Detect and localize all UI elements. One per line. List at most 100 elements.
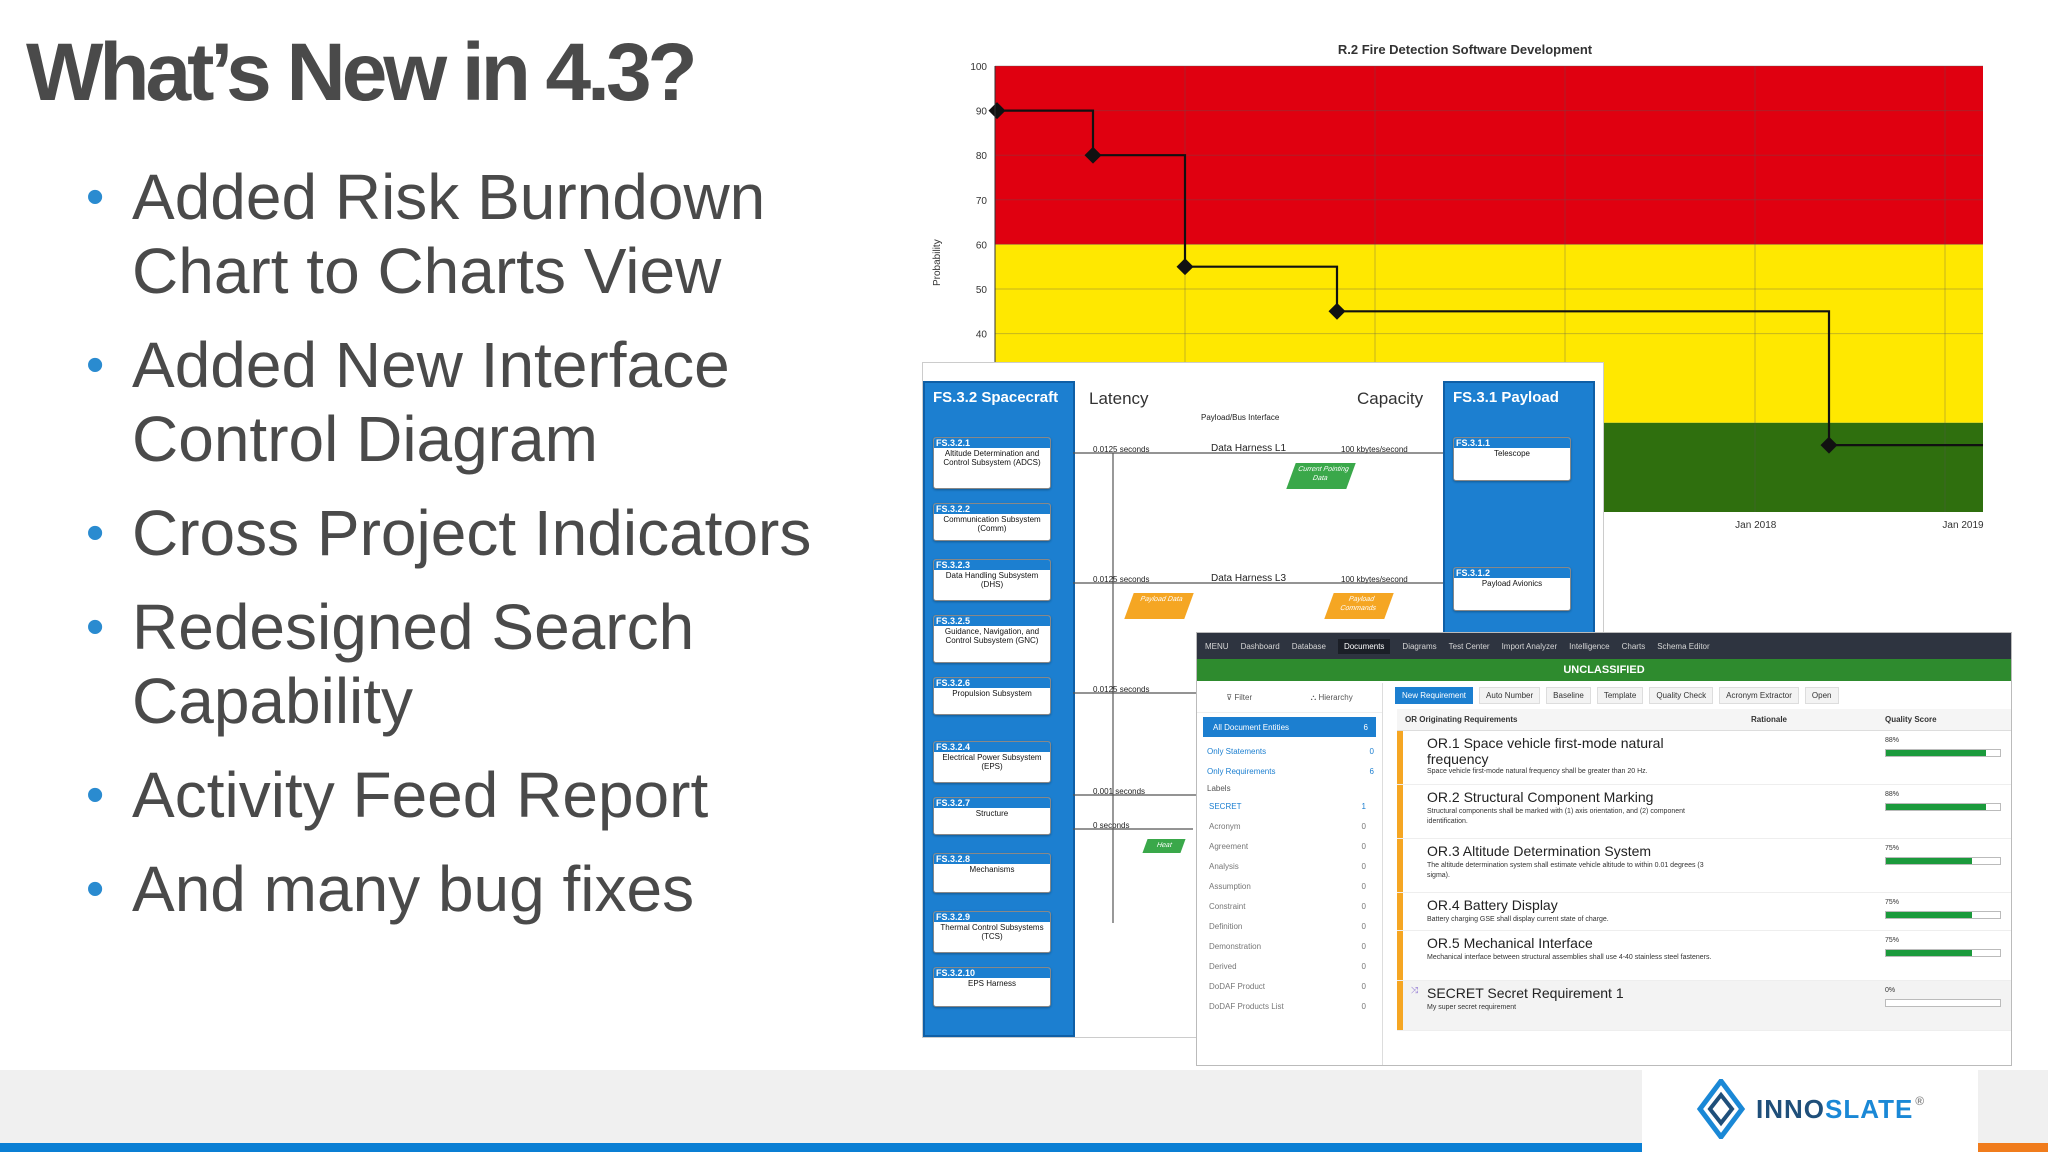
link-3-latency: 0.0125 seconds — [1093, 685, 1150, 694]
requirement-text: Space vehicle first-mode natural frequen… — [1427, 768, 1648, 775]
nav-item-diagrams[interactable]: Diagrams — [1402, 641, 1437, 651]
bullet-item: •Activity Feed Report — [86, 759, 709, 831]
requirement-text: Mechanical interface between structural … — [1427, 954, 1712, 961]
y-tick-label: 40 — [976, 330, 988, 341]
quality-score-bar — [1885, 749, 2001, 757]
requirement-row[interactable]: OR.1 Space vehicle first-mode natural fr… — [1397, 731, 2011, 785]
toolbar-new-requirement-button[interactable]: New Requirement — [1395, 686, 1474, 704]
link-1-capacity: 100 kbytes/second — [1341, 445, 1408, 454]
row-accent — [1397, 931, 1403, 980]
toolbar-auto-number-button[interactable]: Auto Number — [1479, 686, 1541, 704]
toolbar-quality-check-button[interactable]: Quality Check — [1649, 686, 1714, 704]
y-tick-label: 90 — [976, 107, 988, 118]
bullet-icon: • — [86, 168, 105, 226]
quality-score-label: 75% — [1885, 937, 1900, 944]
slide-title: What’s New in 4.3? — [26, 27, 698, 118]
nav-item-dashboard[interactable]: Dashboard — [1240, 641, 1280, 651]
column-rationale[interactable]: Rationale — [1751, 715, 1788, 724]
toolbar-acronym-extractor-button[interactable]: Acronym Extractor — [1719, 686, 1799, 704]
link-2-latency: 0.0125 seconds — [1093, 575, 1150, 584]
quality-score-label: 88% — [1885, 737, 1900, 744]
connector-lines — [1073, 452, 1443, 923]
x-tick-label: Jan 2018 — [1735, 520, 1777, 531]
row-accent — [1397, 981, 1403, 1030]
flow-payload-data[interactable]: Payload Data — [1124, 593, 1194, 619]
column-document[interactable]: OR Originating Requirements — [1405, 715, 1518, 724]
classification-banner: UNCLASSIFIED — [1197, 659, 2011, 681]
nav-item-documents[interactable]: Documents — [1337, 638, 1391, 654]
bullet-item: •Cross Project Indicators — [86, 497, 812, 569]
nav-item-import-analyzer[interactable]: Import Analyzer — [1501, 641, 1558, 651]
bullet-icon: • — [86, 336, 105, 394]
flow-heat[interactable]: Heat — [1142, 839, 1186, 853]
innoslate-logo: INNOSLATE® — [1642, 1066, 1978, 1152]
bullet-icon: • — [86, 766, 105, 824]
bullet-list: •Added Risk Burndown Chart to Charts Vie… — [86, 160, 886, 946]
column-quality[interactable]: Quality Score — [1885, 715, 1937, 724]
flow-current-pointing[interactable]: Current Pointing Data — [1286, 463, 1356, 489]
nav-item-intelligence[interactable]: Intelligence — [1569, 641, 1610, 651]
hierarchy-button[interactable]: ⛬ Hierarchy — [1310, 692, 1353, 702]
toolbar-template-button[interactable]: Template — [1596, 686, 1644, 704]
toolbar-open-button[interactable]: Open — [1804, 686, 1839, 704]
quality-score-bar — [1885, 911, 2001, 919]
y-tick-label: 50 — [976, 285, 988, 296]
flow-payload-commands[interactable]: Payload Commands — [1324, 593, 1394, 619]
bullet-icon: • — [86, 860, 105, 918]
nav-item-charts[interactable]: Charts — [1621, 641, 1646, 651]
quality-score-label: 75% — [1885, 845, 1900, 852]
bullet-item: •Added New Interface Control Diagram — [86, 329, 730, 475]
requirement-text: Structural components shall be marked wi… — [1427, 808, 1685, 825]
filter-icon: ⊽ — [1226, 693, 1235, 702]
requirement-text: Battery charging GSE shall display curre… — [1427, 916, 1609, 923]
nav-item-menu[interactable]: MENU — [1205, 641, 1229, 651]
nav-item-database[interactable]: Database — [1291, 641, 1326, 651]
requirement-text: The altitude determination system shall … — [1427, 862, 1704, 879]
quality-score-label: 75% — [1885, 899, 1900, 906]
toolbar-baseline-button[interactable]: Baseline — [1546, 686, 1591, 704]
row-accent — [1397, 785, 1403, 838]
row-accent — [1397, 731, 1403, 784]
nav-item-schema-editor[interactable]: Schema Editor — [1657, 641, 1710, 651]
link-1-latency: 0.0125 seconds — [1093, 445, 1150, 454]
chart-title: R.2 Fire Detection Software Development — [1337, 42, 1593, 57]
nav-item-test-center[interactable]: Test Center — [1448, 641, 1490, 651]
bullet-icon: • — [86, 598, 105, 656]
table-header: OR Originating Requirements Rationale Qu… — [1397, 709, 2011, 731]
secret-icon: ⤨ — [1411, 985, 1419, 995]
filter-button[interactable]: ⊽ Filter — [1226, 693, 1253, 702]
bullet-item: •And many bug fixes — [86, 853, 695, 925]
y-tick-label: 100 — [970, 62, 987, 73]
